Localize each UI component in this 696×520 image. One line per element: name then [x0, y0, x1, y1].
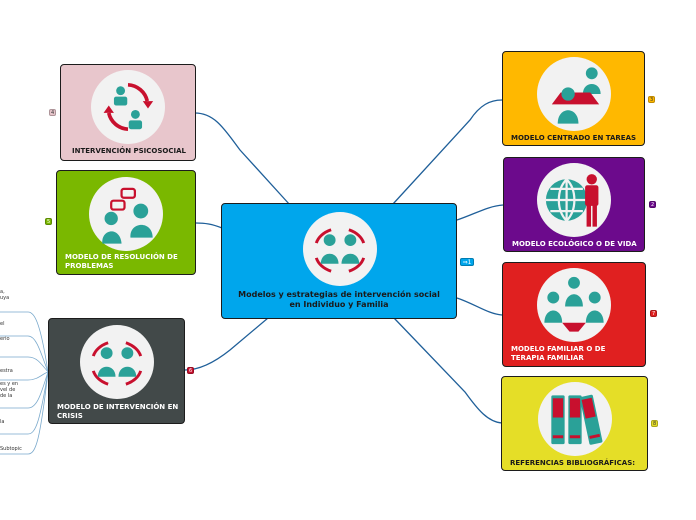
subtopic-text[interactable]: erio: [0, 336, 10, 342]
tareas-label: MODELO CENTRADO EN TAREAS: [511, 134, 637, 142]
connector-psicosocial: [194, 112, 291, 206]
referencias-label: REFERENCIAS BIBLIOGRÁFICAS:: [510, 459, 636, 467]
ecologico-icon-circle: [537, 163, 611, 237]
subtopic-text[interactable]: Subtopic: [0, 446, 22, 452]
connector-familiar: [456, 297, 503, 316]
subtopic-line-1: [0, 311, 49, 373]
subtopic-line-6: [0, 371, 49, 435]
familiar-badge[interactable]: 7: [650, 310, 658, 317]
crisis-icon-circle: [80, 325, 154, 399]
subtopic-text[interactable]: el: [0, 321, 5, 327]
subtopic-text[interactable]: la: [0, 419, 5, 425]
ecologico-badge[interactable]: 2: [649, 201, 657, 208]
connector-crisis: [184, 317, 269, 371]
topic-psicosocial[interactable]: INTERVENCIÓN PSICOSOCIAL: [60, 64, 196, 161]
topic-ecologico[interactable]: MODELO ECOLÓGICO O DE VIDA: [503, 157, 645, 252]
subtopic-text[interactable]: es y en vel de de la: [0, 381, 19, 399]
subtopic-text[interactable]: a, uya: [0, 289, 10, 301]
books-icon: [551, 394, 603, 445]
referencias-icon-circle: [538, 382, 612, 456]
connector-resolucion: [195, 222, 223, 229]
central-icon-circle: [303, 212, 377, 286]
connector-referencias: [393, 317, 503, 424]
referencias-badge[interactable]: 8: [651, 420, 659, 427]
familiar-label: MODELO FAMILIAR O DE TERAPIA FAMILIAR: [511, 345, 606, 362]
crisis-badge[interactable]: 6: [187, 367, 195, 374]
subtopic-line-3: [0, 356, 49, 373]
resolucion-badge[interactable]: 5: [45, 218, 53, 225]
central-badge[interactable]: ⇒1: [460, 258, 474, 266]
tareas-icon-circle: [537, 57, 611, 131]
central-topic[interactable]: Modelos y estrategias de intervención so…: [221, 203, 457, 319]
subtopic-line-5: [0, 371, 49, 409]
resolucion-icon-circle: [89, 177, 163, 251]
subtopic-text[interactable]: estra: [0, 368, 13, 374]
subtopic-line-4: [0, 371, 49, 381]
familiar-icon-circle: [537, 268, 611, 342]
topic-crisis[interactable]: MODELO DE INTERVENCIÓN EN CRISIS: [48, 318, 185, 424]
globe-person-icon: [545, 174, 599, 227]
topic-familiar[interactable]: MODELO FAMILIAR O DE TERAPIA FAMILIAR: [502, 262, 646, 367]
psicosocial-icon-circle: [91, 70, 165, 144]
topic-resolucion[interactable]: MODELO DE RESOLUCIÓN DE PROBLEMAS: [56, 170, 196, 275]
psicosocial-badge[interactable]: 4: [49, 109, 57, 116]
psicosocial-label: INTERVENCIÓN PSICOSOCIAL: [72, 147, 186, 155]
topic-referencias[interactable]: REFERENCIAS BIBLIOGRÁFICAS:: [501, 376, 648, 471]
meeting-icon: [551, 67, 601, 124]
chat-people-icon: [102, 187, 153, 244]
couple-icon: [91, 341, 143, 386]
couple-icon: [314, 228, 366, 273]
arrows-people-icon: [103, 82, 154, 132]
ecologico-label: MODELO ECOLÓGICO O DE VIDA: [512, 240, 637, 248]
subtopic-line-2: [0, 335, 49, 373]
tareas-badge[interactable]: 3: [648, 96, 656, 103]
crisis-label: MODELO DE INTERVENCIÓN EN CRISIS: [57, 403, 179, 420]
resolucion-label: MODELO DE RESOLUCIÓN DE PROBLEMAS: [65, 253, 178, 270]
connector-ecologico: [456, 204, 504, 221]
family-icon: [544, 276, 604, 332]
central-topic-title: Modelos y estrategias de intervención so…: [238, 290, 440, 309]
topic-tareas[interactable]: MODELO CENTRADO EN TAREAS: [502, 51, 645, 146]
subtopic-line-7: [0, 371, 49, 455]
connector-tareas: [392, 99, 503, 205]
